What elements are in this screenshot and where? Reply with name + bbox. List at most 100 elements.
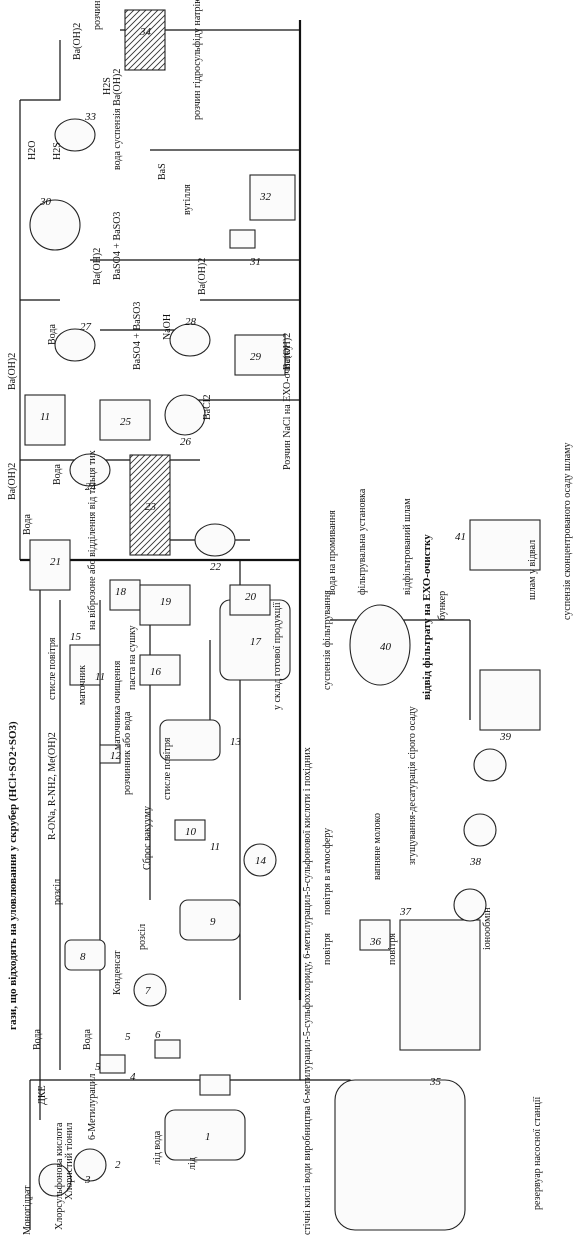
unit-6 (155, 1040, 180, 1058)
unit-5b (100, 1055, 125, 1073)
label-naoh-28: NaOH (162, 314, 173, 340)
eq-num-6: 6 (155, 1029, 161, 1041)
settler-37 (400, 920, 480, 1050)
eq-num-8: 8 (80, 951, 86, 963)
label-suspension-filter: суспензія фільтрування (322, 590, 333, 690)
label-methyluracil: 6-Метилурацил (87, 1074, 98, 1140)
label-water-baoh2: вода суспензія Ba(OH)2 (112, 69, 123, 170)
label-fuel: вугілля (182, 184, 193, 215)
eq-num-41: 41 (455, 531, 466, 543)
eq-num-2: 2 (115, 1159, 121, 1171)
label-solvent: розчинник або вода (122, 711, 133, 795)
eq-num-35: 35 (429, 1076, 442, 1088)
eq-num-25: 25 (120, 416, 132, 428)
label-water-24: Вода (52, 464, 63, 485)
label-air: повітря (322, 933, 333, 965)
label-water-1: Вода (32, 1029, 43, 1050)
label-brine-in: розсіл (137, 924, 148, 950)
label-vacuum-release: Сброс вакууму (142, 806, 153, 870)
unit-39 (474, 749, 506, 781)
label-baso4-baso3: BaSO4 + BaSO3 (132, 302, 143, 370)
label-water-wash: вода на промивання (327, 510, 338, 595)
eq-num-33: 33 (84, 111, 97, 123)
label-compressed-air-1: стисле повітря (162, 737, 173, 800)
label-bas: BaS (157, 163, 168, 180)
eq-num-21: 21 (50, 556, 61, 568)
eq-num-37: 37 (399, 906, 412, 918)
label-acid-wastewater: стічні кислі води виробництва 6-метилура… (302, 747, 313, 1235)
eq-num-11c: 11 (95, 671, 105, 683)
centrifuge-26 (165, 395, 205, 435)
eq-num-4: 4 (130, 1071, 136, 1083)
label-ice-water: лід вода (152, 1130, 163, 1165)
column-34 (125, 10, 165, 70)
eq-num-22: 22 (210, 561, 222, 573)
eq-num-31: 31 (249, 256, 261, 268)
label-baoh2-29b: Ba(OH)2 (197, 258, 208, 295)
eq-num-12: 12 (110, 750, 122, 762)
reactor-28 (170, 324, 210, 356)
eq-num-23: 23 (145, 501, 157, 513)
label-air-2: повітря (387, 933, 398, 965)
label-water-27: Вода (47, 324, 58, 345)
eq-num-14: 14 (255, 855, 267, 867)
eq-num-20: 20 (245, 591, 257, 603)
label-water-2: Вода (82, 1029, 93, 1050)
label-naoh-34: розчин NaOH (92, 0, 103, 30)
eq-num-1: 1 (205, 1131, 211, 1143)
label-mother-purify: маточника очищення (112, 660, 123, 750)
label-flocculant: іонообмін (482, 907, 493, 950)
reservoir-35 (335, 1080, 465, 1230)
eq-num-26: 26 (180, 436, 192, 448)
label-bacl2: BaCl2 (202, 394, 213, 420)
label-ice: лід (187, 1157, 198, 1170)
eq-num-36: 36 (369, 936, 382, 948)
label-sludge-disposal: шлам у відвал (527, 540, 538, 600)
eq-num-39: 39 (499, 731, 512, 743)
label-baoh2-34: Ba(OH)2 (72, 23, 83, 60)
eq-num-15: 15 (70, 631, 82, 643)
eq-num-19: 19 (160, 596, 172, 608)
eq-num-29: 29 (250, 351, 262, 363)
label-concentrated-suspension: суспензія сконцентрованого осаду шламу (562, 442, 573, 620)
label-paste-drying: паста на сушку (127, 625, 138, 690)
eq-num-30: 30 (39, 196, 52, 208)
unit-5 (200, 1075, 230, 1095)
label-baoh2-27: Ba(OH)2 (92, 248, 103, 285)
unit-31 (230, 230, 255, 248)
label-filtered-sludge: відфільтрований шлам (402, 498, 413, 595)
label-baoh2-top: Ba(OH)2 (7, 353, 18, 390)
reactor-27 (55, 329, 95, 361)
label-reagents: R-ONa, R-NH2, Me(OH)2 (47, 732, 58, 840)
label-baoh2-left: Ba(OH)2 (7, 463, 18, 500)
eq-num-10: 10 (185, 826, 197, 838)
label-to-packing: на віброзоне або відділення від тільця т… (87, 450, 98, 630)
label-condensate: Конденсат (112, 950, 123, 995)
label-brine-out: розсіл (52, 879, 63, 905)
label-to-atmosphere: повітря в атмосферу (322, 828, 333, 915)
unit-32 (250, 175, 295, 220)
label-h2o: H2O (27, 141, 38, 160)
eq-num-40: 40 (380, 641, 392, 653)
label-bunker: бункер (437, 591, 448, 620)
reactor-22 (195, 524, 235, 556)
label-water-21: Вода (22, 514, 33, 535)
label-filtrate: відвід фільтрату на ЕХО-очистку (421, 534, 433, 700)
label-baso4-baso3-30: BaSO4 + BaSO3 (112, 212, 123, 280)
furnace-30 (30, 200, 80, 250)
eq-num-18: 18 (115, 586, 127, 598)
eq-num-3: 3 (84, 1174, 91, 1186)
eq-num-28: 28 (185, 316, 197, 328)
label-sludge-thickening: згущування-десатурація сірого осаду (407, 706, 418, 865)
label-pump-reservoir: резервуар насосної станції (532, 1096, 543, 1210)
label-compressed-air-2: стисле повітря (47, 637, 58, 700)
label-h2s-b: H2S (52, 142, 63, 160)
label-filter-unit: фільтрувальна установка (357, 488, 368, 595)
eq-num-17: 17 (250, 636, 262, 648)
eq-num-13: 13 (230, 736, 242, 748)
diagram-title: гази, що відходять на уловлювання у скру… (7, 721, 19, 1030)
eq-num-34: 34 (139, 26, 152, 38)
eq-num-5: 5 (95, 1061, 101, 1073)
eq-num-11b: 11 (40, 411, 50, 423)
